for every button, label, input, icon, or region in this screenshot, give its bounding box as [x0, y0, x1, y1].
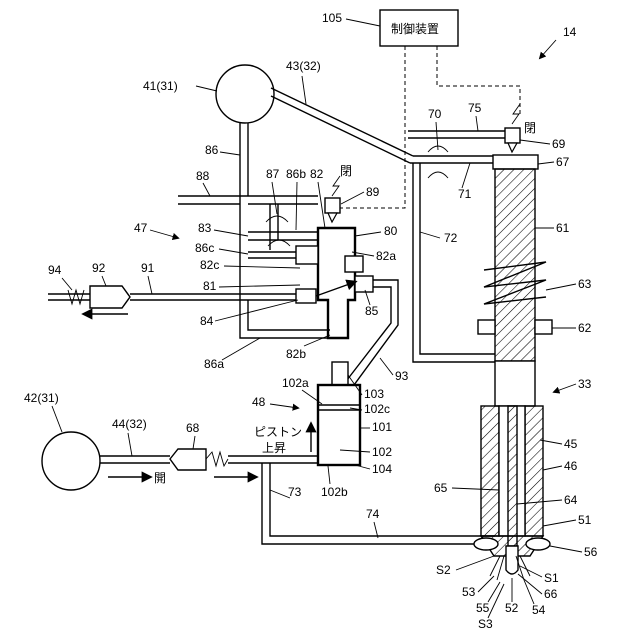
needle-64 [508, 406, 517, 546]
label-47: 47 [134, 221, 148, 235]
label-68: 68 [186, 421, 200, 435]
label-82b: 82b [286, 347, 306, 361]
solenoid-69 [505, 128, 520, 143]
label-43: 43(32) [286, 59, 321, 73]
label-86a: 86a [204, 357, 224, 371]
valve-port-82a [345, 256, 363, 272]
label-S1: S1 [544, 571, 559, 585]
label-55: 55 [476, 601, 490, 615]
label-102b: 102b [321, 485, 348, 499]
label-44: 44(32) [112, 417, 147, 431]
label-54: 54 [532, 603, 546, 617]
close-label-right: 閉 [524, 121, 536, 135]
open-label: 開 [154, 471, 166, 485]
label-67: 67 [556, 155, 570, 169]
valve-port-84 [296, 289, 316, 303]
stopper-62-left [478, 320, 495, 334]
label-104: 104 [372, 462, 392, 476]
tank-42 [42, 432, 100, 490]
control-line-valve-89 [340, 46, 405, 208]
label-51: 51 [578, 513, 592, 527]
label-65: 65 [434, 481, 448, 495]
label-101: 101 [372, 420, 392, 434]
label-102a: 102a [282, 376, 309, 390]
valve-body-80 [318, 228, 355, 338]
spring-94 [68, 290, 84, 304]
solenoid-89 [325, 198, 340, 213]
valve-tip-66 [506, 546, 518, 574]
label-52: 52 [505, 601, 519, 615]
label-84: 84 [200, 314, 214, 328]
label-73: 73 [288, 485, 302, 499]
label-82: 82 [310, 167, 324, 181]
label-53: 53 [462, 585, 476, 599]
spring-68 [206, 452, 228, 466]
piston-rod-61 [495, 169, 535, 361]
close-label-top: 閉 [340, 164, 352, 178]
label-92: 92 [92, 261, 106, 275]
check-valve-92 [90, 286, 130, 308]
label-62: 62 [578, 321, 592, 335]
nozzle-body-left [481, 406, 499, 536]
label-41: 41(31) [143, 79, 178, 93]
label-86b: 86b [286, 167, 306, 181]
label-105: 105 [322, 11, 342, 25]
label-42: 42(31) [24, 391, 59, 405]
label-74: 74 [366, 507, 380, 521]
check-valve-71 [428, 172, 448, 178]
label-14: 14 [563, 25, 577, 39]
label-33: 33 [578, 377, 592, 391]
label-81: 81 [203, 279, 217, 293]
label-103: 103 [364, 387, 384, 401]
label-69: 69 [552, 137, 566, 151]
label-86: 86 [205, 143, 219, 157]
tank-41 [216, 65, 274, 123]
injector-head-67 [493, 155, 538, 169]
label-102c: 102c [364, 402, 390, 416]
label-56: 56 [584, 545, 598, 559]
label-75: 75 [468, 101, 482, 115]
label-86c: 86c [195, 241, 214, 255]
check-valve-68 [170, 449, 206, 470]
label-45: 45 [564, 437, 578, 451]
nozzle-body-right [525, 406, 543, 536]
label-80: 80 [384, 224, 398, 238]
label-89: 89 [366, 185, 380, 199]
label-82c: 82c [200, 258, 219, 272]
label-48: 48 [252, 395, 266, 409]
label-85: 85 [365, 304, 379, 318]
pump-cylinder-101 [318, 385, 360, 465]
seal-ring-56 [526, 538, 550, 550]
seal-ring-left [474, 538, 498, 550]
piston-up-line2: 上昇 [262, 441, 286, 455]
label-93: 93 [395, 369, 409, 383]
label-46: 46 [564, 459, 578, 473]
control-unit-label: 制御装置 [391, 21, 439, 36]
piston-up-line1: ピストン [254, 425, 302, 439]
label-83: 83 [198, 221, 212, 235]
label-91: 91 [141, 261, 155, 275]
stopper-62-right [535, 320, 552, 334]
label-94: 94 [48, 263, 62, 277]
label-71: 71 [458, 187, 472, 201]
label-88: 88 [196, 169, 210, 183]
label-82a: 82a [376, 249, 396, 263]
label-61: 61 [556, 221, 570, 235]
valve-port-85 [355, 276, 373, 292]
label-72: 72 [444, 231, 458, 245]
label-S3: S3 [478, 617, 493, 631]
label-64: 64 [564, 493, 578, 507]
label-70: 70 [428, 107, 442, 121]
label-66: 66 [544, 587, 558, 601]
label-S2: S2 [436, 563, 451, 577]
label-102: 102 [372, 445, 392, 459]
label-87: 87 [266, 167, 280, 181]
label-63: 63 [578, 277, 592, 291]
valve-port-86c [296, 246, 318, 264]
